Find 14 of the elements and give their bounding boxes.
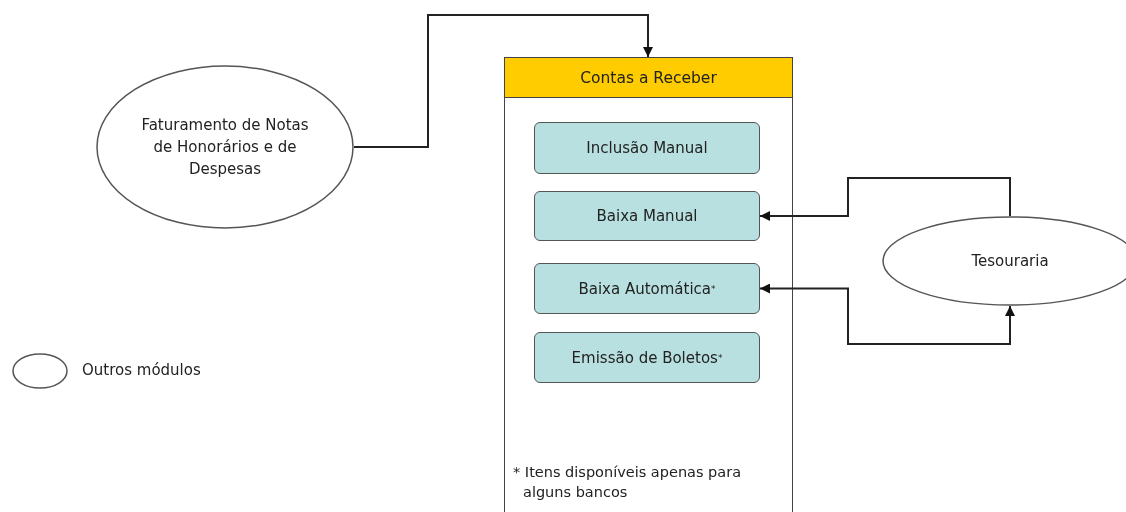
module-label: Faturamento de Notas de Honorários e de Despesas	[140, 115, 310, 180]
footnote: * Itens disponíveis apenas para alguns bancos	[513, 463, 743, 502]
function-box: Inclusão Manual	[534, 122, 760, 174]
function-box: Baixa Manual	[534, 191, 760, 241]
panel-header: Contas a Receber	[505, 58, 792, 98]
function-box: Emissão de Boletos$^{*}$	[534, 332, 760, 383]
module-label: Tesouraria	[971, 251, 1049, 272]
connector-arrow	[353, 14, 653, 148]
module-panel	[504, 57, 793, 512]
legend-label: Outros módulos	[82, 361, 201, 379]
module-ellipse	[96, 65, 354, 229]
connector-arrow	[759, 177, 1011, 221]
function-box: Baixa Automática$^{*}$	[534, 263, 760, 314]
connector-arrow	[759, 283, 1015, 345]
